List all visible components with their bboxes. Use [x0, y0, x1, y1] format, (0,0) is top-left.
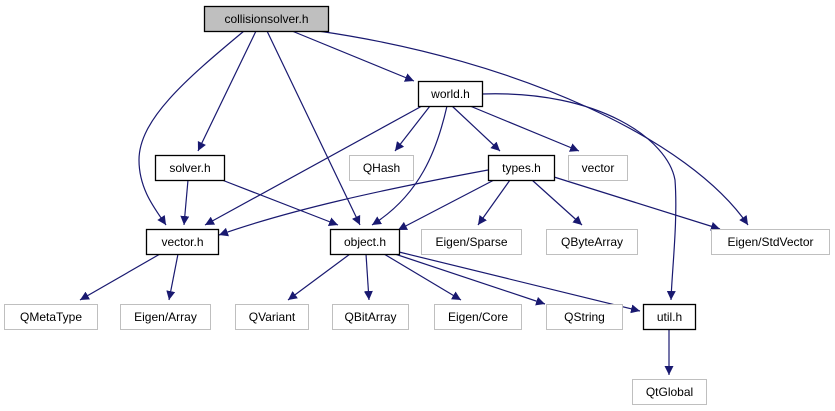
edge-world-to-qhash: [394, 105, 431, 152]
node-box: [203, 5, 330, 33]
node-label: QVariant: [249, 310, 296, 324]
node-label: vector: [582, 161, 615, 175]
edge-world-to-vector_std: [469, 105, 580, 152]
node-box: [120, 304, 211, 330]
node-label: object.h: [344, 235, 386, 249]
node-box: [145, 228, 220, 256]
edge-objecth-to-qbitarray: [363, 253, 373, 301]
edge-objecth-to-qstring: [394, 253, 546, 306]
node-box: [546, 304, 623, 330]
node-label: Eigen/Sparse: [435, 235, 507, 249]
node-eigen_array: Eigen/Array: [120, 304, 211, 330]
node-vector_std: vector: [568, 155, 628, 181]
node-box: [711, 229, 830, 255]
edge-objecth-to-utilh: [398, 251, 641, 314]
node-label: Eigen/StdVector: [727, 235, 813, 249]
edge-vectorh-to-eigen_array: [166, 253, 179, 301]
node-label: QMetaType: [20, 310, 82, 324]
edge-solver-to-objecth: [221, 179, 339, 226]
node-box: [642, 303, 697, 331]
node-qbitarray: QBitArray: [332, 304, 409, 330]
node-box: [421, 229, 522, 255]
node-eigen_stdvector: Eigen/StdVector: [711, 229, 830, 255]
edge-types-to-eigen_stdvector: [553, 176, 721, 231]
edge-types-to-objecth: [397, 179, 495, 231]
node-box: [332, 304, 409, 330]
node-label: QByteArray: [561, 235, 623, 249]
nodes-layer: collisionsolver.h world.h solver.h QHash typ…: [4, 5, 830, 405]
node-label: collisionsolver.h: [224, 12, 308, 26]
node-label: QBitArray: [344, 310, 396, 324]
node-objecth[interactable]: object.h: [329, 228, 401, 256]
node-qtglobal: QtGlobal: [632, 379, 707, 405]
node-qbytearray: QByteArray: [546, 229, 638, 255]
node-label: Eigen/Core: [448, 310, 508, 324]
node-world[interactable]: world.h: [417, 80, 484, 108]
node-collisionsolver[interactable]: collisionsolver.h: [203, 5, 330, 33]
node-box: [546, 229, 638, 255]
edge-collisionsolver-to-objecth: [266, 30, 361, 226]
node-box: [4, 304, 98, 330]
node-utilh[interactable]: util.h: [642, 303, 697, 331]
node-box: [568, 155, 628, 181]
node-qmetatype: QMetaType: [4, 304, 98, 330]
node-box: [417, 80, 484, 108]
node-label: types.h: [502, 161, 541, 175]
edges-layer: [79, 30, 749, 375]
node-qvariant: QVariant: [235, 304, 309, 330]
node-box: [235, 304, 309, 330]
node-label: Eigen/Array: [134, 310, 197, 324]
node-box: [434, 304, 522, 330]
node-eigen_core: Eigen/Core: [434, 304, 522, 330]
node-qstring: QString: [546, 304, 623, 330]
edge-world-to-utilh: [481, 93, 677, 301]
node-box: [329, 228, 401, 256]
edge-objecth-to-qvariant: [287, 253, 351, 301]
node-label: QString: [564, 310, 605, 324]
node-qhash: QHash: [349, 155, 414, 181]
node-box: [632, 379, 707, 405]
node-eigen_sparse: Eigen/Sparse: [421, 229, 522, 255]
node-label: solver.h: [169, 161, 210, 175]
node-label: vector.h: [161, 235, 203, 249]
edge-collisionsolver-to-vectorh: [138, 30, 245, 226]
edge-world-to-objecth: [371, 105, 448, 226]
node-vectorh[interactable]: vector.h: [145, 228, 220, 256]
edge-vectorh-to-qmetatype: [79, 253, 161, 301]
node-label: QtGlobal: [646, 385, 693, 399]
edge-types-to-eigen_sparse: [477, 179, 511, 226]
edge-types-to-vectorh: [218, 169, 489, 237]
node-label: world.h: [430, 87, 470, 101]
edge-types-to-qbytearray: [531, 179, 583, 226]
node-label: util.h: [657, 310, 682, 324]
node-box: [487, 154, 556, 182]
node-box: [154, 154, 226, 182]
node-label: QHash: [363, 161, 400, 175]
node-solver[interactable]: solver.h: [154, 154, 226, 182]
edge-collisionsolver-to-solver: [197, 30, 257, 152]
edge-solver-to-vectorh: [180, 179, 190, 226]
edge-world-to-types: [451, 105, 501, 152]
edge-world-to-vectorh: [204, 105, 423, 226]
node-box: [349, 155, 414, 181]
edge-collisionsolver-to-world: [291, 30, 415, 82]
edge-objecth-to-eigen_core: [383, 253, 462, 301]
node-types[interactable]: types.h: [487, 154, 556, 182]
